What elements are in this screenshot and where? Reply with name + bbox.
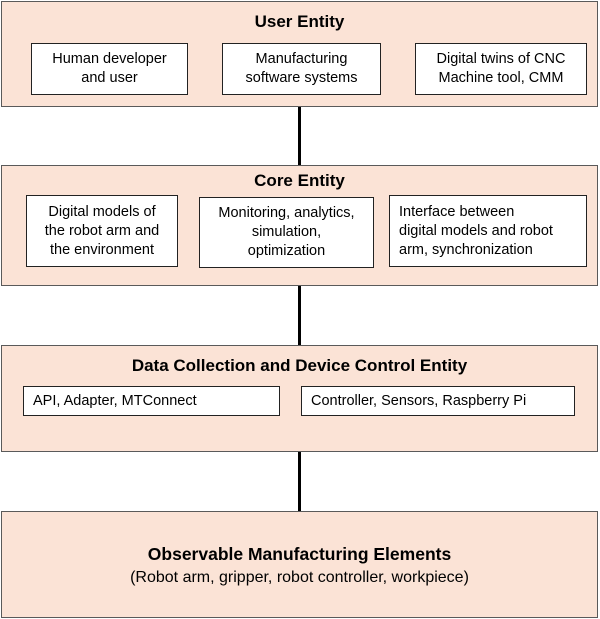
observable-elements-title: Observable Manufacturing Elements [147, 544, 452, 564]
user-entity-title: User Entity [254, 12, 345, 31]
data-collection-layer: Data Collection and Device Control Entit… [1, 345, 598, 452]
interface-sync-box: Interface between digital models and rob… [389, 195, 587, 267]
connector-user-core [298, 107, 301, 165]
observable-elements-layer: Observable Manufacturing Elements (Robot… [1, 511, 598, 618]
data-collection-title: Data Collection and Device Control Entit… [131, 356, 468, 375]
core-entity-layer: Core Entity Digital models of the robot … [1, 165, 598, 286]
connector-core-data [298, 286, 301, 345]
user-entity-layer: User Entity Human developer and user Man… [1, 1, 598, 107]
api-adapter-box: API, Adapter, MTConnect [23, 386, 280, 416]
manufacturing-software-box: Manufacturing software systems [222, 43, 381, 95]
digital-twins-box: Digital twins of CNC Machine tool, CMM [415, 43, 587, 95]
core-entity-title: Core Entity [254, 171, 345, 190]
monitoring-analytics-box: Monitoring, analytics, simulation, optim… [199, 197, 374, 268]
observable-elements-subtitle: (Robot arm, gripper, robot controller, w… [130, 569, 469, 586]
controller-sensors-box: Controller, Sensors, Raspberry Pi [301, 386, 575, 416]
connector-data-observable [298, 452, 301, 511]
human-developer-box: Human developer and user [31, 43, 188, 95]
digital-models-box: Digital models of the robot arm and the … [26, 195, 178, 267]
